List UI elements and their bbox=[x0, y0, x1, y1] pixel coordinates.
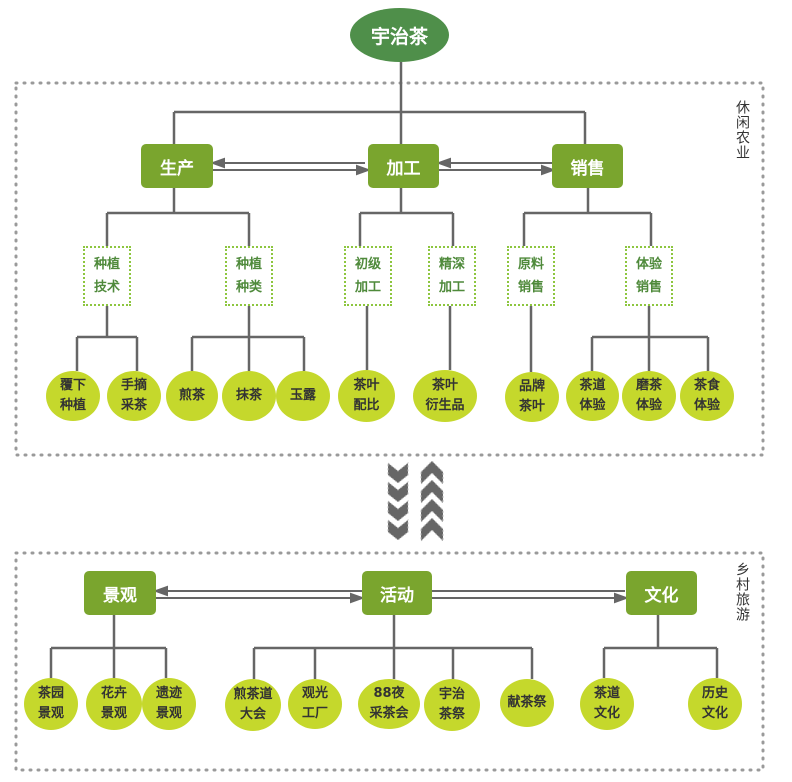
leaf-88th-night-picking: 88夜采茶会 bbox=[358, 679, 420, 729]
section-border-bottom bbox=[14, 551, 765, 772]
leaf-hand-picking: 手摘采茶 bbox=[107, 371, 161, 421]
leaf-sencha: 煎茶 bbox=[166, 371, 218, 421]
category-culture: 文化 bbox=[626, 571, 697, 615]
sub-node-planting-technique: 种植 技术 bbox=[83, 246, 131, 306]
leaf-sightseeing-factory: 观光工厂 bbox=[288, 679, 342, 729]
leaf-tea-food-experience: 茶食体验 bbox=[680, 371, 734, 421]
category-sales: 销售 bbox=[552, 144, 623, 188]
sub-node-experience-sales: 体验 销售 bbox=[625, 246, 673, 306]
sub-node-primary-processing: 初级 加工 bbox=[344, 246, 392, 306]
leaf-tea-blending: 茶叶配比 bbox=[338, 370, 395, 422]
category-production: 生产 bbox=[141, 144, 213, 188]
leaf-tea-ceremony-culture: 茶道文化 bbox=[580, 678, 634, 730]
chevron-up-icon bbox=[420, 460, 444, 543]
leaf-tea-offering-festival: 献茶祭 bbox=[500, 679, 554, 727]
leaf-tea-grinding-experience: 磨茶体验 bbox=[622, 371, 676, 421]
leaf-heritage-landscape: 遗迹景观 bbox=[142, 678, 196, 730]
category-processing: 加工 bbox=[368, 144, 439, 188]
leaf-flower-landscape: 花卉景观 bbox=[86, 678, 142, 730]
sub-node-raw-material-sales: 原料 销售 bbox=[507, 246, 555, 306]
leaf-tea-derivatives: 茶叶衍生品 bbox=[413, 370, 477, 422]
sub-node-planting-variety: 种植 种类 bbox=[225, 246, 273, 306]
leaf-gyokuro: 玉露 bbox=[276, 371, 330, 421]
chevron-down-icon bbox=[387, 461, 409, 541]
leaf-uji-tea-festival: 宇治茶祭 bbox=[424, 679, 480, 731]
section-label-leisure-agriculture: 休闲农业 bbox=[734, 100, 750, 160]
leaf-brand-tea: 品牌茶叶 bbox=[505, 372, 559, 422]
root-node: 宇治茶 bbox=[350, 8, 449, 62]
category-activities: 活动 bbox=[362, 571, 432, 615]
leaf-tea-garden-landscape: 茶园景观 bbox=[24, 678, 78, 730]
leaf-sencha-ceremony-conference: 煎茶道大会 bbox=[225, 679, 281, 731]
leaf-shade-planting: 覆下种植 bbox=[46, 371, 100, 421]
leaf-history-culture: 历史文化 bbox=[688, 678, 742, 730]
section-label-rural-tourism: 乡村旅游 bbox=[734, 562, 750, 622]
leaf-matcha: 抹茶 bbox=[222, 371, 276, 421]
sub-node-deep-processing: 精深 加工 bbox=[428, 246, 476, 306]
leaf-tea-ceremony-experience: 茶道体验 bbox=[566, 371, 619, 421]
category-landscape: 景观 bbox=[84, 571, 156, 615]
